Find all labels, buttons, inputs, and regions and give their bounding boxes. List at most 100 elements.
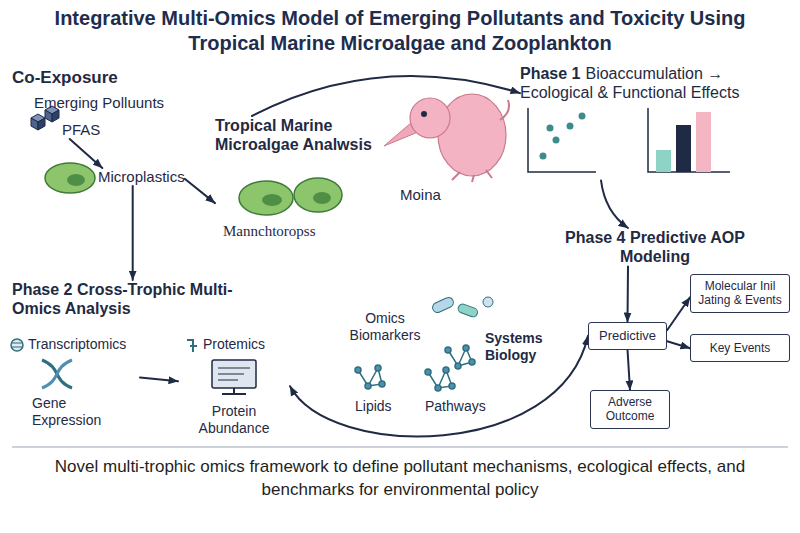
pill bbox=[483, 297, 493, 307]
chart-axes bbox=[528, 108, 596, 172]
flow-arrow bbox=[667, 341, 690, 348]
chart-dot bbox=[540, 153, 547, 160]
moina-eye bbox=[421, 111, 427, 117]
organism-label: Moina bbox=[400, 186, 441, 204]
node-text: Mannchtoropss bbox=[223, 222, 400, 240]
flow-arrow bbox=[601, 180, 628, 228]
node-text: Molecular Inil Jating & Events bbox=[697, 279, 783, 308]
chart-axes bbox=[648, 108, 730, 172]
cube-face bbox=[52, 110, 59, 122]
screen-lines bbox=[218, 368, 250, 380]
moina-antenna bbox=[500, 100, 509, 120]
aop-box: Predictive bbox=[588, 322, 667, 350]
network-icons bbox=[355, 345, 475, 391]
moina-legs bbox=[452, 170, 492, 182]
aop-box: Adverse Outcome bbox=[590, 390, 670, 429]
node-text: Phase 4 Predictive AOP Modeling bbox=[565, 228, 745, 266]
monitor-icon bbox=[212, 360, 256, 394]
omics-item: ProtemicsProtein Abundance bbox=[178, 336, 290, 436]
node-text: Protein Abundance bbox=[178, 403, 290, 437]
omics-item: TranscriptomicsGene Expression bbox=[28, 336, 140, 428]
aop-box: Key Events bbox=[690, 334, 790, 362]
node-text: Predictive bbox=[599, 328, 656, 344]
capsule bbox=[457, 303, 479, 318]
network-point bbox=[443, 367, 449, 373]
caption-separator bbox=[12, 447, 788, 448]
flow-arrow bbox=[132, 186, 134, 280]
flow-arrow bbox=[628, 350, 631, 390]
free-label: Emerging Polluunts bbox=[34, 94, 164, 112]
chart-bar bbox=[696, 112, 711, 172]
node-text: Protemics bbox=[178, 336, 290, 353]
transcriptomics-icon bbox=[11, 339, 23, 351]
icon-circle bbox=[11, 339, 23, 351]
cell-nucleus bbox=[262, 194, 282, 206]
monitor-screen bbox=[212, 360, 256, 388]
node-text: Lipids bbox=[355, 398, 392, 415]
icon-stripes bbox=[12, 343, 22, 347]
phase-heading: Phase 1Bioaccumulation → Ecological & Fu… bbox=[520, 64, 790, 180]
node-text: Microplastics bbox=[98, 168, 185, 186]
flow-arrow bbox=[185, 179, 215, 203]
pollutant-item: PFAS bbox=[62, 121, 100, 139]
network-point bbox=[445, 347, 451, 353]
monitor-stand bbox=[222, 388, 246, 394]
capsule bbox=[431, 296, 455, 314]
cell-body bbox=[239, 181, 293, 215]
helix-strand bbox=[42, 360, 72, 388]
diagram-caption: Novel multi-trophic omics framework to d… bbox=[20, 456, 780, 502]
phase-heading: Phase 4 Predictive AOP Modeling bbox=[565, 228, 745, 266]
node-text: Gene Expression bbox=[32, 395, 112, 429]
proteomics-icon bbox=[187, 340, 197, 352]
chart-dot bbox=[567, 123, 574, 130]
icon-mark bbox=[187, 340, 197, 352]
aop-box: Molecular Inil Jating & Events bbox=[690, 274, 790, 313]
organism-group: Tropical Marine Microalgae AnalwsisMannc… bbox=[215, 116, 400, 240]
scatter-chart bbox=[528, 108, 596, 172]
node-text: Tropical Marine Microalgae Analwsis bbox=[215, 116, 400, 154]
cell-nucleus bbox=[67, 174, 85, 186]
flow-arrow bbox=[252, 76, 520, 116]
flow-arrow bbox=[290, 336, 588, 437]
cell-nucleus bbox=[313, 192, 331, 204]
cell-body bbox=[294, 178, 342, 212]
node-text: Phase 2 Cross-Trophic Multi-Omics Analys… bbox=[12, 280, 242, 318]
node-text: Key Events bbox=[697, 341, 783, 355]
chart-dot bbox=[547, 125, 554, 132]
free-label: Co-Exposure bbox=[12, 68, 118, 88]
cube-face bbox=[45, 110, 52, 122]
cube-face bbox=[31, 118, 38, 130]
node-text: Omics Biomarkers bbox=[345, 310, 425, 344]
network-point bbox=[435, 385, 441, 391]
network-point bbox=[463, 345, 469, 351]
helix-icon bbox=[42, 360, 72, 388]
chart-bar bbox=[676, 125, 691, 172]
node-text: Adverse Outcome bbox=[597, 395, 663, 424]
cube-face bbox=[38, 118, 45, 130]
chart-dot bbox=[553, 137, 560, 144]
systems-cluster: Omics BiomarkersSystems BiologyLipids Pat… bbox=[335, 300, 550, 420]
node-text: PFAS bbox=[62, 121, 100, 139]
node-text: Phase 1 bbox=[520, 65, 580, 82]
moina-figure bbox=[384, 94, 509, 182]
diagram-title: Integrative Multi-Omics Model of Emergin… bbox=[50, 6, 750, 56]
moina-head bbox=[410, 98, 450, 138]
node-text: Pathways bbox=[425, 398, 486, 415]
node-text: Systems Biology bbox=[485, 330, 547, 364]
flow-arrow bbox=[667, 297, 690, 330]
flow-arrow bbox=[70, 139, 103, 168]
network-point bbox=[355, 367, 361, 373]
node-text: Transcriptomics bbox=[28, 336, 140, 353]
phase-heading: Phase 2 Cross-Trophic Multi-Omics Analys… bbox=[12, 280, 242, 318]
bar-chart bbox=[648, 108, 730, 172]
helix-strand bbox=[42, 360, 72, 388]
microplastic-cell bbox=[45, 163, 95, 193]
network-point bbox=[375, 365, 381, 371]
node-text: Moina bbox=[400, 186, 441, 204]
cell-body bbox=[45, 163, 95, 193]
moina-body bbox=[438, 94, 506, 176]
flow-arrow bbox=[627, 266, 630, 322]
microalgae-cells bbox=[239, 178, 342, 215]
network-point bbox=[469, 359, 475, 365]
